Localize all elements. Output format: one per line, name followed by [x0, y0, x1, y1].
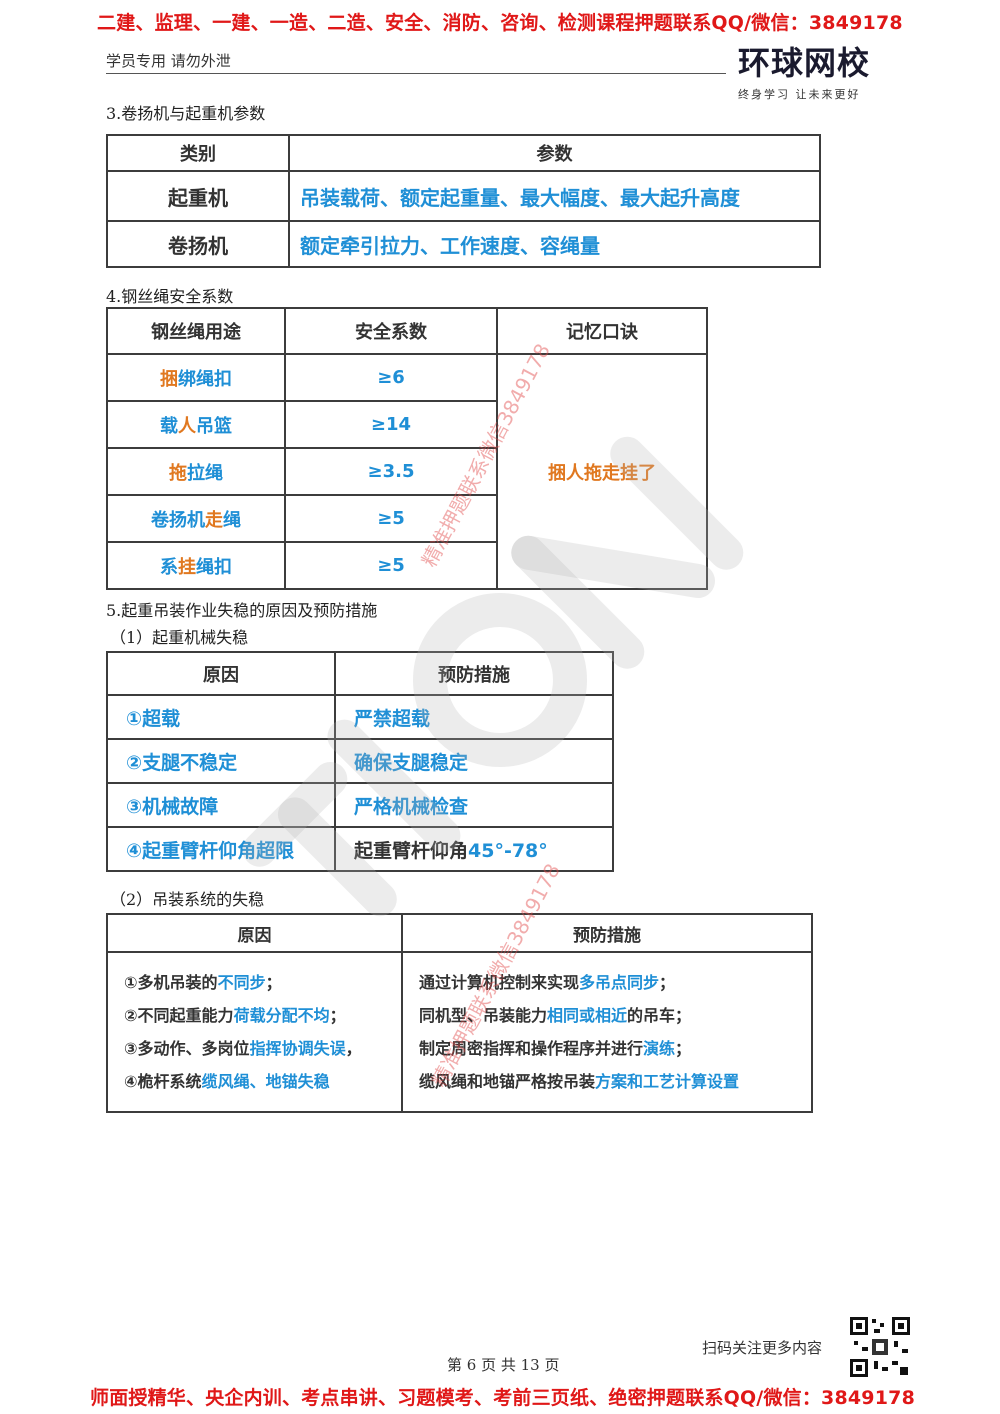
causes-cell: ①多机吊装的不同步； ②不同起重能力荷载分配不均； ③多动作、多岗位指挥协调失误… [106, 951, 403, 1113]
row-name: 起重机 [106, 170, 290, 222]
section4-title: 4.钢丝绳安全系数 [106, 287, 234, 306]
header-params: 参数 [288, 134, 821, 172]
rope-use: 拖拉绳 [106, 447, 286, 496]
measures-cell: 通过计算机控制来实现多吊点同步； 同机型、吊装能力相同或相近的吊车； 制定周密指… [401, 951, 813, 1113]
header-cause: 原因 [106, 913, 403, 953]
list-item: ①多机吊装的不同步； [124, 973, 282, 992]
header-measure: 预防措施 [334, 651, 614, 696]
crane-params-table: 类别 参数 起重机 吊装载荷、额定起重量、最大幅度、最大起升高度 卷扬机 额定牵… [106, 134, 821, 268]
lifting-system-table: 原因 预防措施 ①多机吊装的不同步； ②不同起重能力荷载分配不均； ③多动作、多… [106, 913, 813, 1113]
header-divider [106, 73, 726, 74]
rope-factor: ≥6 [284, 353, 498, 402]
qr-code [848, 1315, 912, 1379]
cause-cell: ②支腿不稳定 [106, 738, 336, 784]
list-item: 制定周密指挥和操作程序并进行演练； [419, 1039, 692, 1058]
logo-slogan: 终身学习 让未来更好 [738, 88, 861, 101]
list-item: 通过计算机控制来实现多吊点同步； [419, 973, 676, 992]
header-measure: 预防措施 [401, 913, 813, 953]
crane-instability-table: 原因 预防措施 ①超载 严禁超载 ②支腿不稳定 确保支腿稳定 ③机械故障 严格机… [106, 651, 614, 872]
row-param: 额定牵引拉力、工作速度、容绳量 [288, 220, 821, 268]
section5-sub1-title: （1）起重机械失稳 [110, 628, 249, 647]
wire-rope-table: 钢丝绳用途 安全系数 记忆口诀 捆绑绳扣 ≥6 捆人拖走挂了 载人吊篮 ≥14 … [106, 307, 708, 590]
measure-cell: 严禁超载 [334, 694, 614, 740]
logo-text: 环球网校 [738, 44, 871, 82]
bottom-banner: 师面授精华、央企内训、考点串讲、习题模考、考前三页纸、绝密押题联系QQ/微信：3… [90, 1387, 915, 1409]
list-item: ②不同起重能力荷载分配不均； [124, 1006, 346, 1025]
list-item: ④桅杆系统缆风绳、地锚失稳 [124, 1072, 330, 1091]
row-name: 卷扬机 [106, 220, 290, 268]
logo: 环球网校 终身学习 让未来更好 [738, 38, 918, 101]
header-cause: 原因 [106, 651, 336, 696]
cause-cell: ③机械故障 [106, 782, 336, 828]
section5-sub2-title: （2）吊装系统的失稳 [110, 890, 265, 909]
cause-cell: ④起重臂杆仰角超限 [106, 826, 336, 872]
section5-title: 5.起重吊装作业失稳的原因及预防措施 [106, 601, 378, 620]
row-param: 吊装载荷、额定起重量、最大幅度、最大起升高度 [288, 170, 821, 222]
header-use: 钢丝绳用途 [106, 307, 286, 355]
measure-cell: 起重臂杆仰角45°-78° [334, 826, 614, 872]
section3-title: 3.卷扬机与起重机参数 [106, 104, 266, 123]
measure-cell: 严格机械检查 [334, 782, 614, 828]
qr-code-icon [848, 1315, 912, 1379]
page-number: 第 6 页 共 13 页 [447, 1356, 560, 1374]
rope-use: 载人吊篮 [106, 400, 286, 449]
rope-factor: ≥3.5 [284, 447, 498, 496]
header-category: 类别 [106, 134, 290, 172]
qr-caption: 扫码关注更多内容 [702, 1339, 823, 1357]
mnemonic-cell: 捆人拖走挂了 [496, 353, 708, 590]
header-mnemonic: 记忆口诀 [496, 307, 708, 355]
list-item: 同机型、吊装能力相同或相近的吊车； [419, 1006, 692, 1025]
header-factor: 安全系数 [284, 307, 498, 355]
measure-cell: 确保支腿稳定 [334, 738, 614, 784]
rope-factor: ≥14 [284, 400, 498, 449]
rope-use: 系挂绳扣 [106, 541, 286, 590]
rope-use: 捆绑绳扣 [106, 353, 286, 402]
rope-factor: ≥5 [284, 541, 498, 590]
top-banner: 二建、监理、一建、一造、二造、安全、消防、咨询、检测课程押题联系QQ/微信：38… [97, 12, 903, 34]
cause-cell: ①超载 [106, 694, 336, 740]
rope-use: 卷扬机走绳 [106, 494, 286, 543]
header-notice: 学员专用 请勿外泄 [106, 52, 231, 70]
rope-factor: ≥5 [284, 494, 498, 543]
list-item: 缆风绳和地锚严格按吊装方案和工艺计算设置 [419, 1072, 740, 1091]
list-item: ③多动作、多岗位指挥协调失误， [124, 1039, 362, 1058]
